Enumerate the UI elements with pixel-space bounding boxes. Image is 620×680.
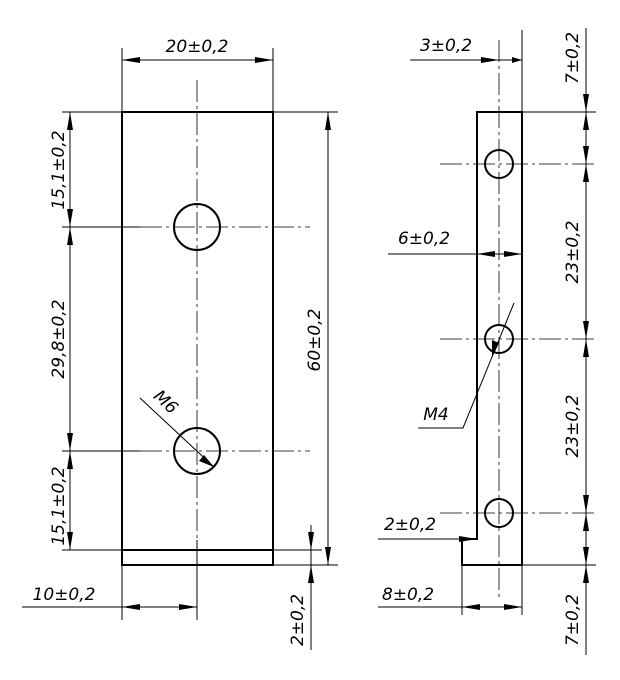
dim-step-width-text: 8±0,2 bbox=[382, 585, 434, 605]
dim-top-gap-arrow-upper bbox=[583, 112, 589, 130]
dim-bottom-offset-arrow-bottom bbox=[67, 532, 73, 550]
front-view: 20±0,2 60±0,2 15,1±0,2 29,8±0,2 15,1±0,2… bbox=[22, 37, 338, 650]
dim-bottom-gap-arrow-top bbox=[583, 513, 589, 531]
thread-m6-text: M6 bbox=[149, 386, 181, 418]
thread-m4-arrow bbox=[492, 340, 499, 358]
dim-top-offset-arrow-top bbox=[67, 112, 73, 130]
dim-step-height-arrow bbox=[459, 536, 477, 542]
dim-height-arrow-bottom bbox=[325, 547, 331, 565]
dim-bottom-edge-text: 10±0,2 bbox=[33, 585, 96, 605]
dim-plate-width-arrow-left bbox=[477, 251, 495, 257]
thread-m6-arrow bbox=[199, 455, 214, 467]
dim-bottom-offset-text: 15,1±0,2 bbox=[49, 466, 69, 545]
dim-spacing-upper-arrow-top bbox=[583, 164, 589, 182]
dim-top-hole-offset-text: 3±0,2 bbox=[420, 36, 472, 56]
dim-spacing-text: 29,8±0,2 bbox=[49, 299, 69, 378]
dim-spacing-arrow-top bbox=[67, 227, 73, 245]
dim-plate-width-text: 6±0,2 bbox=[398, 229, 450, 249]
dim-plate-width-arrow-right bbox=[504, 251, 522, 257]
dim-step-width-arrow-right bbox=[504, 604, 522, 610]
dim-spacing-lower-arrow-top bbox=[583, 339, 589, 357]
thread-m4-text: M4 bbox=[423, 405, 448, 425]
dim-top-hole-offset-arrow bbox=[481, 57, 499, 63]
dim-bottom-gap-arrow-bottom bbox=[583, 547, 589, 565]
dim-top-offset-text: 15,1±0,2 bbox=[49, 130, 69, 209]
dim-lip-arrow-bottom bbox=[308, 565, 314, 583]
dim-bottom-edge-arrow-right bbox=[179, 604, 197, 610]
dim-spacing-upper-arrow-bottom bbox=[583, 321, 589, 339]
dim-lip-text: 2±0,2 bbox=[288, 594, 308, 646]
dim-step-height-text: 2±0,2 bbox=[384, 515, 436, 535]
dim-bottom-gap-arrow-lower bbox=[583, 565, 589, 583]
dim-height-text: 60±0,2 bbox=[305, 309, 325, 372]
dim-lip-arrow-top bbox=[308, 532, 314, 550]
dim-spacing-arrow-bottom bbox=[67, 433, 73, 451]
thread-m6-leader bbox=[139, 397, 215, 468]
dim-top-offset-arrow-bottom bbox=[67, 209, 73, 227]
dim-top-gap-text: 7±0,2 bbox=[563, 32, 583, 84]
dim-width-text: 20±0,2 bbox=[166, 37, 229, 57]
dim-top-gap-arrow-top bbox=[583, 94, 589, 112]
dim-spacing-lower-arrow-bottom bbox=[583, 495, 589, 513]
dim-bottom-edge-arrow-left bbox=[122, 604, 140, 610]
dim-width-arrow-right bbox=[255, 57, 273, 63]
dim-spacing-lower-text: 23±0,2 bbox=[563, 395, 583, 458]
side-view: 3±0,2 7±0,2 6±0,2 23±0,2 23±0,2 7±0,2 M4 bbox=[378, 28, 596, 655]
dim-spacing-upper-text: 23±0,2 bbox=[563, 221, 583, 284]
dim-step-width-arrow-left bbox=[462, 604, 480, 610]
dim-width-arrow-left bbox=[122, 57, 140, 63]
dim-top-gap-arrow-bottom bbox=[583, 146, 589, 164]
front-plate-outline bbox=[121, 111, 274, 566]
dim-bottom-gap-text: 7±0,2 bbox=[563, 594, 583, 646]
dim-top-hole-offset-arrow-right bbox=[512, 57, 522, 63]
dim-height-arrow-top bbox=[325, 112, 331, 130]
dim-bottom-offset-arrow-top bbox=[67, 451, 73, 469]
